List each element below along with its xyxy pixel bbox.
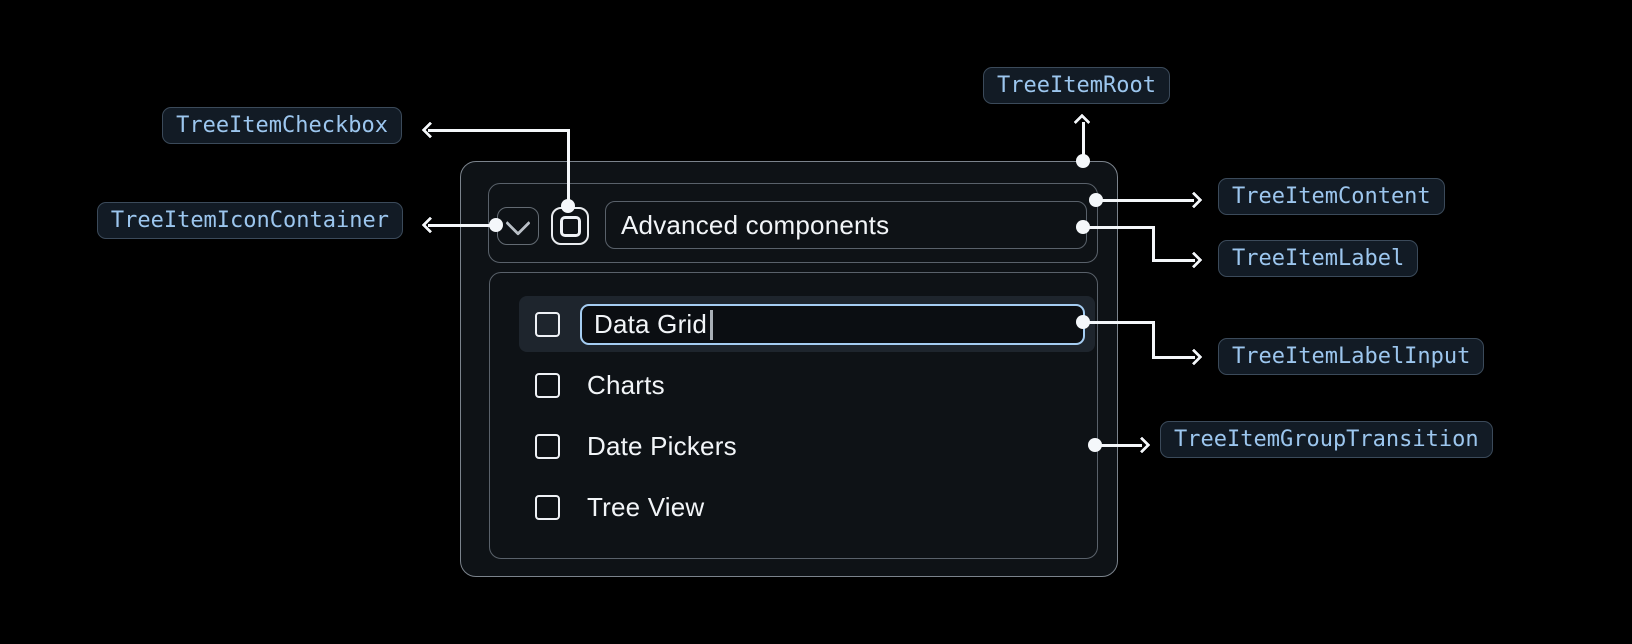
checkbox-icon[interactable]	[535, 433, 560, 459]
tree-item-label: Advanced components	[605, 201, 1087, 249]
tree-row[interactable]: Tree View	[519, 479, 1095, 535]
tree-item-icon-container[interactable]	[497, 207, 539, 245]
connector-dot	[1076, 154, 1090, 168]
annotation-tree-item-icon-container: TreeItemIconContainer	[96, 202, 403, 239]
text-caret	[710, 309, 713, 340]
connector-line	[1151, 320, 1155, 359]
tree-row-label: Tree View	[587, 491, 705, 522]
connector-line	[566, 128, 570, 207]
tree-row-label: Date Pickers	[587, 430, 737, 461]
connector-line	[1151, 355, 1195, 359]
connector-dot	[1076, 220, 1090, 234]
connector-line	[1095, 443, 1142, 447]
connector-dot	[1088, 438, 1102, 452]
chevron-down-icon	[505, 210, 531, 236]
tree-item-content[interactable]: Advanced components	[488, 183, 1098, 263]
connector-line	[1096, 198, 1194, 202]
connector-line	[428, 128, 568, 132]
arrow-left-icon	[421, 121, 439, 138]
connector-dot	[1076, 315, 1090, 329]
tree-item-label-input[interactable]: Data Grid	[580, 304, 1085, 345]
connector-line	[1083, 320, 1154, 324]
connector-line	[1151, 225, 1155, 262]
arrow-right-icon	[1185, 251, 1203, 269]
connector-dot	[561, 199, 575, 213]
connector-line	[1081, 122, 1085, 162]
connector-dot	[1089, 193, 1103, 207]
annotation-tree-item-checkbox: TreeItemCheckbox	[162, 107, 402, 144]
arrow-right-icon	[1133, 436, 1151, 454]
connector-line	[1151, 258, 1195, 262]
arrow-right-icon	[1185, 348, 1203, 366]
annotation-tree-item-root: TreeItemRoot	[983, 67, 1170, 104]
tree-row[interactable]: Charts	[519, 357, 1095, 413]
annotation-tree-item-content: TreeItemContent	[1218, 178, 1445, 215]
tree-item-root: Advanced components Data Grid Charts Dat…	[460, 161, 1118, 577]
tree-row-editing[interactable]: Data Grid	[519, 296, 1095, 352]
annotation-tree-item-group-transition: TreeItemGroupTransition	[1160, 421, 1493, 458]
checkbox-icon[interactable]	[535, 372, 560, 398]
square-outline-icon	[559, 215, 581, 237]
arrow-up-icon	[1073, 113, 1091, 131]
tree-row[interactable]: Date Pickers	[519, 418, 1095, 474]
connector-dot	[489, 218, 503, 232]
arrow-right-icon	[1185, 191, 1203, 208]
tree-item-group-transition: Data Grid Charts Date Pickers Tree View	[489, 272, 1098, 559]
checkbox-icon[interactable]	[535, 494, 560, 520]
checkbox-icon[interactable]	[535, 311, 560, 337]
annotation-tree-item-label: TreeItemLabel	[1218, 240, 1419, 277]
tree-row-label: Charts	[587, 369, 665, 400]
annotation-tree-item-label-input: TreeItemLabelInput	[1218, 338, 1485, 375]
label-input-value: Data Grid	[594, 309, 708, 339]
arrow-left-icon	[421, 216, 439, 233]
tree-item-label-text: Advanced components	[621, 209, 890, 240]
connector-line	[428, 223, 498, 227]
connector-line	[1083, 225, 1154, 229]
